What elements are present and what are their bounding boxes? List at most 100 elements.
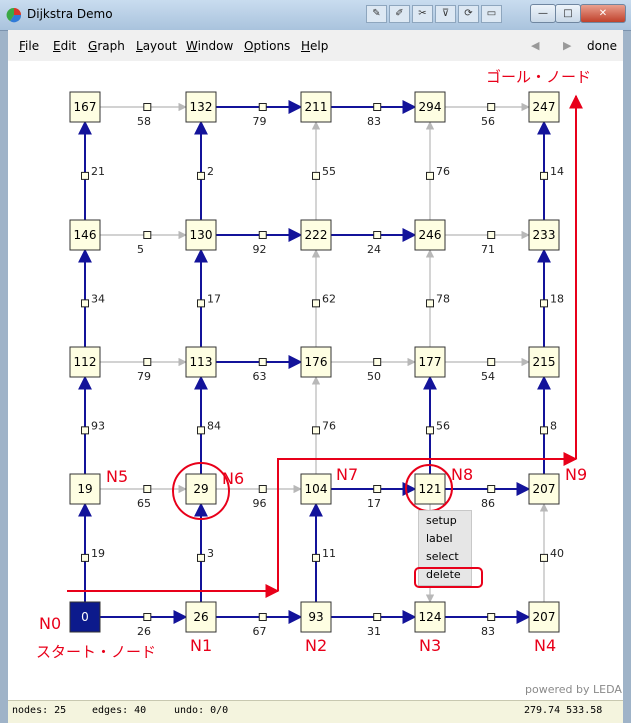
graph-node[interactable]: 215 bbox=[528, 346, 560, 378]
edge-handle[interactable] bbox=[312, 553, 320, 562]
ctx-menu-delete[interactable]: delete bbox=[426, 568, 461, 581]
graph-edge[interactable]: 58 bbox=[100, 102, 187, 129]
menu-layout[interactable]: Layout bbox=[136, 39, 177, 53]
graph-edge[interactable]: 65 bbox=[100, 484, 187, 511]
edge-handle[interactable] bbox=[540, 553, 548, 562]
graph-node[interactable]: 207 bbox=[528, 601, 560, 633]
edge-handle[interactable] bbox=[81, 553, 89, 562]
graph-node[interactable]: 146 bbox=[69, 219, 101, 251]
edit-tool-icon[interactable]: ✐ bbox=[389, 5, 410, 23]
graph-edge[interactable]: 2 bbox=[194, 120, 215, 220]
menu-edit[interactable]: Edit bbox=[53, 39, 77, 53]
edge-handle[interactable] bbox=[540, 171, 548, 180]
edge-handle[interactable] bbox=[81, 299, 89, 308]
graph-edge[interactable]: 62 bbox=[311, 249, 337, 347]
edge-handle[interactable] bbox=[373, 485, 382, 493]
graph-edge[interactable]: 34 bbox=[78, 248, 106, 347]
graph-node[interactable]: 121 bbox=[414, 473, 446, 505]
edge-handle[interactable] bbox=[540, 426, 548, 435]
edge-handle[interactable] bbox=[426, 171, 434, 180]
graph-node[interactable]: 124 bbox=[414, 601, 446, 633]
edge-handle[interactable] bbox=[373, 358, 382, 366]
edge-handle[interactable] bbox=[143, 231, 152, 239]
graph-edge[interactable]: 67 bbox=[216, 610, 303, 639]
prev-arrow-icon[interactable]: ◀ bbox=[531, 39, 540, 52]
edge-handle[interactable] bbox=[312, 426, 320, 435]
graph-edge[interactable]: 71 bbox=[445, 230, 530, 257]
graph-edge[interactable]: 79 bbox=[216, 100, 303, 129]
done-button[interactable]: done bbox=[587, 39, 617, 53]
edge-handle[interactable] bbox=[487, 358, 496, 366]
graph-edge[interactable]: 78 bbox=[425, 249, 451, 347]
graph-node[interactable]: 113 bbox=[185, 346, 217, 378]
graph-node[interactable]: 247 bbox=[528, 91, 560, 123]
ctx-menu-setup[interactable]: setup bbox=[426, 514, 457, 527]
graph-node[interactable]: 93 bbox=[300, 601, 332, 633]
edge-handle[interactable] bbox=[143, 485, 152, 493]
graph-edge[interactable]: 50 bbox=[331, 357, 416, 384]
graph-node[interactable]: 130 bbox=[185, 219, 217, 251]
graph-edge[interactable]: 76 bbox=[311, 376, 337, 474]
menu-graph[interactable]: Graph bbox=[88, 39, 125, 53]
menu-help[interactable]: Help bbox=[301, 39, 329, 53]
graph-edge[interactable]: 63 bbox=[216, 355, 303, 384]
edge-handle[interactable] bbox=[487, 103, 496, 111]
edge-handle[interactable] bbox=[258, 485, 267, 493]
graph-edge[interactable]: 86 bbox=[445, 482, 531, 511]
edge-handle[interactable] bbox=[426, 426, 434, 435]
graph-edge[interactable]: 40 bbox=[539, 503, 565, 602]
graph-edge[interactable]: 26 bbox=[100, 610, 188, 639]
minimize-button[interactable]: — bbox=[530, 4, 556, 23]
edge-handle[interactable] bbox=[143, 613, 152, 621]
graph-node[interactable]: 211 bbox=[300, 91, 332, 123]
edge-handle[interactable] bbox=[312, 171, 320, 180]
graph-edge[interactable]: 93 bbox=[78, 375, 106, 474]
graph-edge[interactable]: 84 bbox=[194, 375, 222, 474]
edge-handle[interactable] bbox=[143, 103, 152, 111]
edge-handle[interactable] bbox=[258, 231, 267, 239]
edge-handle[interactable] bbox=[487, 613, 496, 621]
graph-edge[interactable]: 14 bbox=[537, 120, 565, 220]
funnel-tool-icon[interactable]: ⊽ bbox=[435, 5, 456, 23]
graph-edge[interactable]: 55 bbox=[311, 121, 337, 220]
graph-edge[interactable]: 83 bbox=[331, 100, 417, 129]
annotate-tool-icon[interactable]: ✎ bbox=[366, 5, 387, 23]
ctx-menu-label[interactable]: label bbox=[426, 532, 453, 545]
graph-edge[interactable]: 96 bbox=[216, 484, 302, 511]
graph-edge[interactable]: 24 bbox=[331, 228, 417, 257]
edge-handle[interactable] bbox=[258, 358, 267, 366]
graph-edge[interactable]: 56 bbox=[445, 102, 530, 129]
edge-handle[interactable] bbox=[258, 103, 267, 111]
graph-edge[interactable]: 17 bbox=[331, 482, 417, 511]
graph-edge[interactable]: 79 bbox=[100, 357, 187, 384]
graph-node[interactable]: 176 bbox=[300, 346, 332, 378]
edge-handle[interactable] bbox=[197, 553, 205, 562]
graph-node[interactable]: 132 bbox=[185, 91, 217, 123]
graph-edge[interactable]: 5 bbox=[100, 230, 187, 257]
menu-window[interactable]: Window bbox=[186, 39, 234, 53]
edge-handle[interactable] bbox=[373, 103, 382, 111]
maximize-button[interactable]: □ bbox=[555, 4, 581, 23]
graph-edge[interactable]: 56 bbox=[423, 375, 451, 474]
graph-edge[interactable]: 31 bbox=[331, 610, 417, 639]
graph-node[interactable]: 246 bbox=[414, 219, 446, 251]
refresh-tool-icon[interactable]: ⟳ bbox=[458, 5, 479, 23]
edge-handle[interactable] bbox=[197, 426, 205, 435]
graph-node[interactable]: 177 bbox=[414, 346, 446, 378]
graph-node[interactable]: 0 bbox=[69, 601, 101, 633]
graph-edge[interactable]: 11 bbox=[309, 502, 337, 602]
menu-options[interactable]: Options bbox=[244, 39, 291, 53]
graph-edge[interactable]: 8 bbox=[537, 375, 558, 474]
edge-handle[interactable] bbox=[426, 299, 434, 308]
graph-edge[interactable]: 18 bbox=[537, 248, 565, 347]
graph-node[interactable]: 207 bbox=[528, 473, 560, 505]
edge-handle[interactable] bbox=[197, 299, 205, 308]
edge-handle[interactable] bbox=[81, 426, 89, 435]
graph-edge[interactable]: 83 bbox=[445, 610, 531, 639]
graph-edge[interactable]: 21 bbox=[78, 120, 106, 220]
edge-handle[interactable] bbox=[197, 171, 205, 180]
edge-handle[interactable] bbox=[143, 358, 152, 366]
graph-node[interactable]: 112 bbox=[69, 346, 101, 378]
graph-node[interactable]: 294 bbox=[414, 91, 446, 123]
